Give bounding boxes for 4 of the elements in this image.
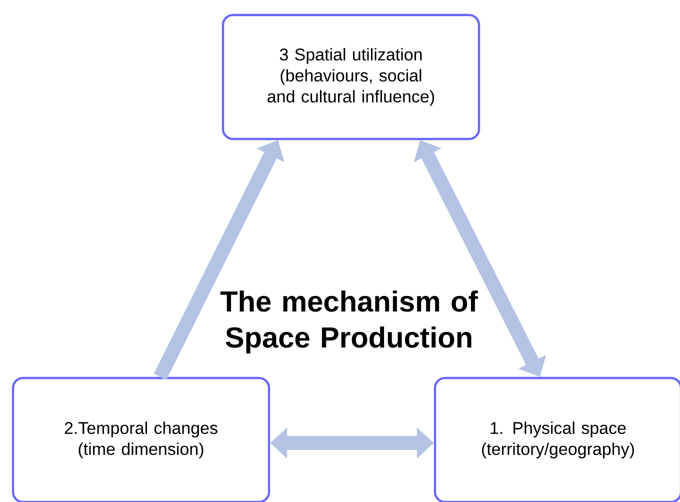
- text-box: 2.Temporal changes (time dimension): [12, 376, 270, 502]
- title: The mechanism of Space Production: [220, 290, 478, 354]
- text-box: 3 Spatial utilization (behaviours, social and cultural influence): [222, 14, 480, 140]
- text-box: 1. Physical space (territory/geography): [434, 376, 680, 502]
